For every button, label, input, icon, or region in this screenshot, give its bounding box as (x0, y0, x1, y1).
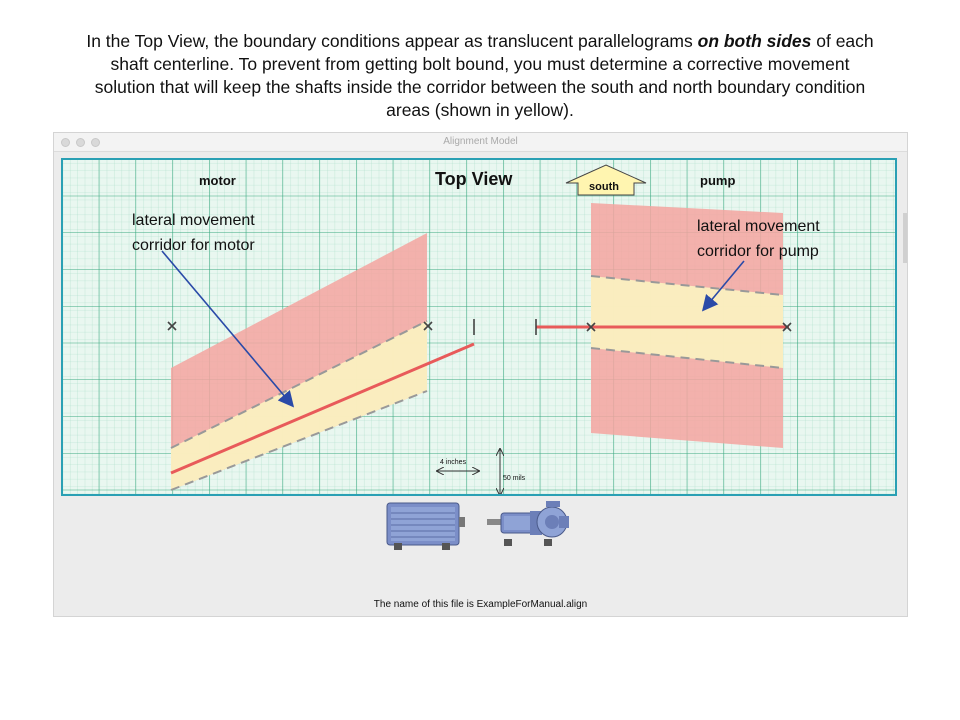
window-title: Alignment Model (443, 136, 518, 147)
alignment-model-window: Alignment Model (53, 132, 908, 617)
south-label: south (589, 181, 619, 193)
dimension-vertical-label: 50 mils (503, 475, 526, 482)
window-titlebar[interactable]: Alignment Model (54, 133, 907, 152)
motor-annotation-arrow (161, 250, 295, 408)
pump-outboard-bolt-marker (782, 322, 792, 332)
top-view-frame (61, 158, 897, 496)
motor-corridor-edge-north (170, 320, 428, 449)
pump-annotation-arrow (701, 260, 745, 312)
dimension-horizontal-label: 4 inches (440, 459, 467, 466)
motor-image (386, 502, 465, 550)
zoom-window-button[interactable] (91, 138, 100, 147)
instruction-caption: In the Top View, the boundary conditions… (80, 30, 880, 122)
view-title: Top View (435, 169, 513, 189)
motor-corridor-edge-south (170, 390, 428, 491)
pump-inboard-bolt-marker (586, 322, 596, 332)
top-view-canvas: south motor pump Top View 4 inches 50 mi… (61, 158, 897, 550)
pump-corridor (591, 276, 783, 368)
motor-annotation-line1: lateral movement (132, 212, 255, 229)
pump-annotation-line2: corridor for pump (697, 243, 819, 260)
motor-shaft-centerline (170, 342, 475, 475)
motor-label: motor (199, 173, 236, 188)
caption-emphasis: on both sides (697, 31, 812, 51)
caption-text-1: In the Top View, the boundary conditions… (86, 31, 698, 51)
bolt-markers (167, 321, 792, 332)
south-arrow-icon (565, 164, 647, 196)
motor-outboard-bolt-marker (167, 321, 177, 331)
close-window-button[interactable] (61, 138, 70, 147)
minimize-window-button[interactable] (76, 138, 85, 147)
motor-corridor (171, 321, 427, 490)
motor-inboard-bolt-marker (423, 321, 433, 331)
pump-label: pump (700, 173, 735, 188)
caption-text-2: of each shaft centerline. To prevent fro… (94, 31, 874, 120)
pump-corridor-edge-north (590, 275, 784, 296)
pump-corridor-edge-south (590, 347, 784, 369)
motor-annotation-line2: corridor for motor (132, 237, 255, 254)
scrollbar[interactable] (903, 213, 907, 263)
pump-annotation-line1: lateral movement (697, 218, 820, 235)
pump-image (487, 501, 569, 546)
file-name-footer: The name of this file is ExampleForManua… (373, 599, 588, 610)
